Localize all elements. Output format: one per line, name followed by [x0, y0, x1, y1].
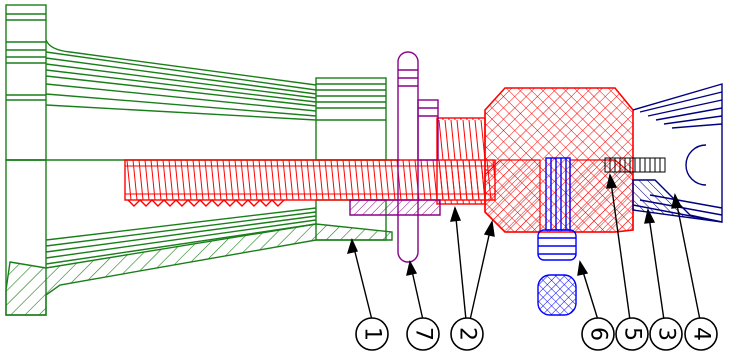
callout-3-label: 3	[654, 327, 679, 341]
callout-2: 2	[450, 317, 484, 351]
fitting	[632, 83, 723, 223]
callout-6-label: 6	[586, 327, 611, 341]
callout-3: 3	[649, 317, 683, 351]
washer	[349, 51, 441, 263]
callout-1-label: 1	[360, 327, 385, 341]
callout-5: 5	[615, 317, 649, 351]
callout-5-label: 5	[620, 327, 645, 341]
callout-4: 4	[684, 317, 718, 351]
leader-lines	[346, 172, 701, 321]
callout-4-label: 4	[689, 327, 714, 341]
fitting-section-hatch	[632, 179, 723, 223]
callout-7-label: 7	[411, 327, 436, 341]
serrated-insert	[604, 157, 666, 173]
bolt-head-inner-right	[569, 159, 634, 233]
threaded-bolt	[124, 117, 496, 207]
housing-body	[5, 4, 400, 316]
callout-1: 1	[355, 317, 389, 351]
bolt-head-inner	[484, 159, 541, 233]
callout-6: 6	[581, 317, 615, 351]
socket-screw	[537, 157, 577, 316]
housing-section-hatch	[5, 223, 393, 316]
callout-7: 7	[406, 317, 440, 351]
callout-2-label: 2	[455, 327, 480, 341]
